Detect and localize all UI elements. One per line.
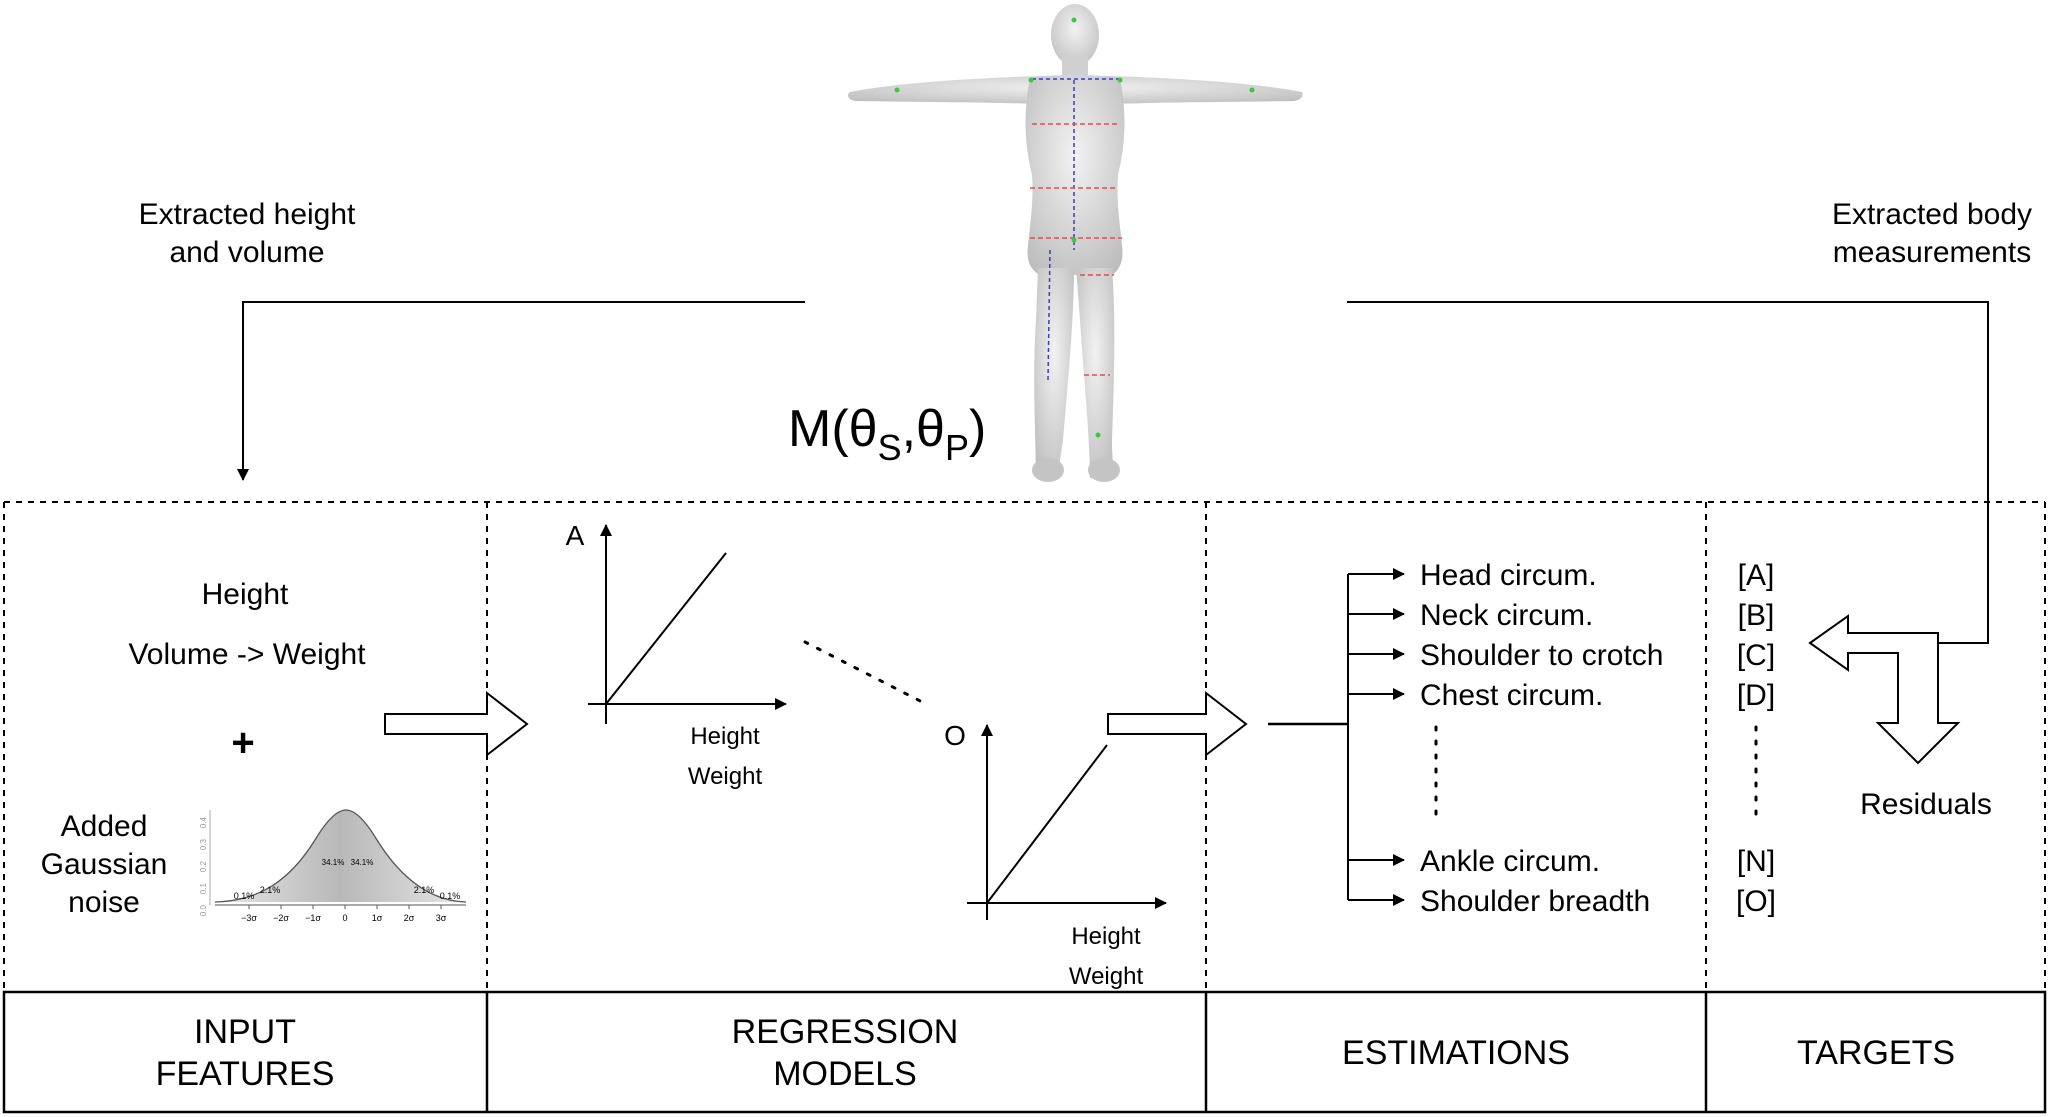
residuals-label: Residuals — [1860, 788, 1992, 821]
bell-y-tick-label: 0.0 — [199, 904, 208, 916]
extracted-height-volume-label-2: and volume — [169, 236, 324, 269]
bell-x-tick-label: −2σ — [273, 913, 289, 923]
model-o-x-label-2: Weight — [1069, 963, 1144, 990]
target-item: [A] — [1738, 559, 1775, 592]
bell-y-tick-label: 0.3 — [199, 838, 208, 850]
bell-x-tick-label: 2σ — [404, 913, 415, 923]
model-o-regression-line — [986, 744, 1108, 904]
residuals-hollow-arrow — [1808, 614, 1961, 765]
hollow-arrow-regression-to-estimations — [1107, 690, 1248, 758]
bell-pct-right-outer: 0.1% — [440, 891, 461, 901]
extracted-measurements-label-2: measurements — [1833, 236, 2031, 269]
bell-pct-center-left: 34.1% — [322, 858, 345, 867]
bell-pct-left-outer: 0.1% — [234, 891, 255, 901]
noise-label-2: Gaussian — [41, 848, 168, 881]
bell-x-tick-label: −1σ — [305, 913, 321, 923]
bell-pct-center-right: 34.1% — [351, 858, 374, 867]
measurements-connector — [1347, 301, 1989, 644]
model-a-x-label-1: Height — [690, 723, 760, 750]
footer-regression-models-2: MODELS — [773, 1055, 917, 1093]
target-item: [C] — [1737, 639, 1775, 672]
models-ellipsis — [803, 640, 930, 707]
estimation-item: Chest circum. — [1420, 679, 1603, 712]
model-label: M(θS,θP) — [788, 400, 986, 468]
estimation-item: Shoulder to crotch — [1420, 639, 1663, 672]
bell-y-tick-label: 0.2 — [199, 860, 208, 872]
model-o-x-label-1: Height — [1071, 923, 1141, 950]
hollow-arrow-input-to-regression — [384, 690, 529, 758]
bell-x-tick-label: 1σ — [372, 913, 383, 923]
bell-x-tick-label: −3σ — [241, 913, 257, 923]
bell-pct-left-inner: 2.1% — [260, 885, 281, 895]
gaussian-bell-chart: 0.1% 2.1% 2.1% 0.1% 34.1% 34.1% −3σ −2σ −1… — [199, 809, 467, 923]
estimation-item: Head circum. — [1420, 559, 1597, 592]
footer-input-features-2: FEATURES — [156, 1055, 335, 1093]
body-model-figure — [848, 4, 1303, 482]
footer-estimations: ESTIMATIONS — [1342, 1034, 1570, 1072]
model-a-x-label-2: Weight — [688, 763, 763, 790]
bell-y-tick-label: 0.4 — [199, 816, 208, 828]
bell-y-tick-label: 0.1 — [199, 882, 208, 894]
extracted-measurements-label-1: Extracted body — [1832, 198, 2032, 231]
target-item: [O] — [1736, 885, 1776, 918]
model-o-label: O — [944, 720, 966, 751]
extracted-height-volume-label-1: Extracted height — [139, 198, 356, 231]
height-volume-connector — [237, 301, 805, 481]
estimation-item: Shoulder breadth — [1420, 885, 1650, 918]
input-height-label: Height — [202, 578, 289, 611]
bell-x-tick-label: 0 — [342, 913, 347, 923]
noise-label-3: noise — [68, 886, 140, 919]
target-item: [N] — [1737, 845, 1775, 878]
estimation-item: Neck circum. — [1420, 599, 1593, 632]
footer-input-features-1: INPUT — [194, 1013, 296, 1051]
model-a-label: A — [566, 520, 585, 551]
bell-x-tick-label: 3σ — [436, 913, 447, 923]
footer-regression-models-1: REGRESSION — [732, 1013, 959, 1051]
estimation-branches: Head circum. Neck circum. Shoulder to crot… — [1348, 559, 1663, 918]
estimation-item: Ankle circum. — [1420, 845, 1600, 878]
footer-targets: TARGETS — [1797, 1034, 1955, 1072]
noise-label-1: Added — [61, 810, 148, 843]
input-volume-weight-label: Volume -> Weight — [128, 638, 366, 671]
model-a-regression-line — [605, 552, 727, 705]
plus-sign: + — [231, 721, 254, 765]
target-item: [B] — [1738, 599, 1775, 632]
target-item: [D] — [1737, 679, 1775, 712]
bell-pct-right-inner: 2.1% — [414, 885, 435, 895]
footer-table — [2, 990, 2047, 1114]
